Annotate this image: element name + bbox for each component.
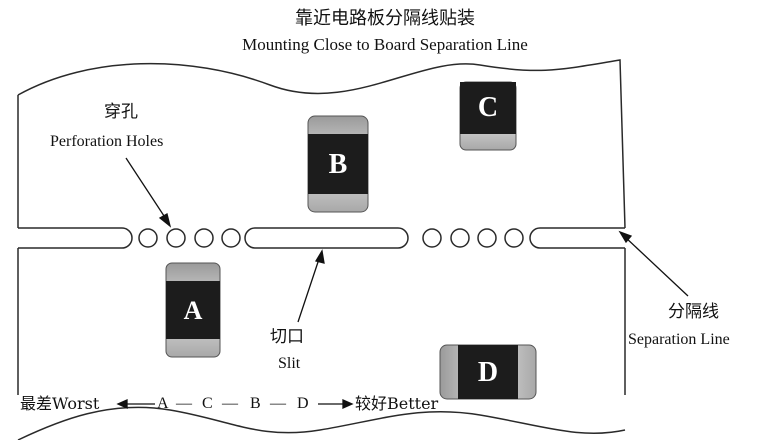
slit-left-end <box>244 227 256 249</box>
perforation-hole <box>138 228 158 248</box>
ranking-dash: — <box>222 395 238 412</box>
cut-end-left <box>121 227 133 249</box>
ranking-item-a: A <box>157 395 169 412</box>
component-a: A <box>165 262 221 358</box>
perforation-holes-right <box>422 228 524 248</box>
ranking-item-c: C <box>202 395 213 412</box>
ranking-arrow-left-head <box>116 398 128 410</box>
perforation-hole <box>422 228 442 248</box>
perforation-leader-head <box>158 213 172 228</box>
ranking-dash: — <box>176 395 192 412</box>
perforation-hole <box>221 228 241 248</box>
component-b-label: B <box>329 149 348 180</box>
slit-label-cn: 切口 <box>270 327 304 347</box>
component-c: C <box>459 81 517 151</box>
ranking-dash: — <box>270 395 286 412</box>
upper-board-outline <box>17 59 626 229</box>
component-d-label: D <box>478 357 498 388</box>
ranking-worst: 最差Worst <box>20 394 100 413</box>
perforation-hole <box>166 228 186 248</box>
component-c-label: C <box>478 92 498 123</box>
cut-end-right <box>529 227 541 249</box>
perforation-holes-left <box>138 228 241 248</box>
ranking-item-b: B <box>250 395 261 412</box>
perforation-label-en: Perforation Holes <box>50 133 164 150</box>
slit-label-en: Slit <box>278 355 301 372</box>
perforation-hole <box>194 228 214 248</box>
component-a-label: A <box>184 296 203 325</box>
perforation-label-cn: 穿孔 <box>104 102 138 122</box>
slit-leader-head <box>314 249 325 264</box>
ranking-item-d: D <box>297 395 309 412</box>
perforation-leader <box>125 157 169 223</box>
perforation-hole <box>504 228 524 248</box>
slit-leader <box>297 255 321 323</box>
separation-leader <box>623 235 689 297</box>
slit-right-end <box>397 227 409 249</box>
title-english: Mounting Close to Board Separation Line <box>242 35 528 54</box>
perforation-hole <box>450 228 470 248</box>
ranking-better: 较好Better <box>355 394 439 413</box>
component-b: B <box>307 115 369 213</box>
leader-arrows <box>125 157 689 323</box>
ranking-arrows <box>116 398 354 410</box>
title-chinese: 靠近电路板分隔线贴装 <box>295 8 475 29</box>
separation-label-cn: 分隔线 <box>668 302 719 322</box>
separation-leader-head <box>618 230 633 244</box>
lower-board-bottom-wave <box>17 406 626 440</box>
ranking-arrow-right-head <box>342 398 354 410</box>
separation-label-en: Separation Line <box>628 331 730 348</box>
component-d: D <box>439 344 537 400</box>
perforation-hole <box>477 228 497 248</box>
